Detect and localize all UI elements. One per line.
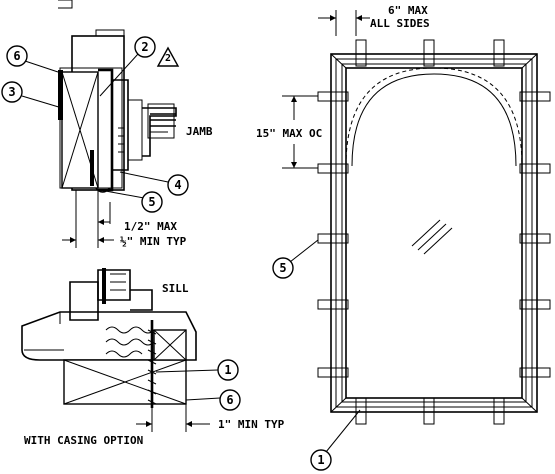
callout-2: 2 [99,36,156,97]
half-max-label: 1/2" MAX [124,220,177,233]
svg-text:5: 5 [279,261,286,275]
sill-label: SILL [162,282,189,295]
six-inch-dimension: 6" MAX ALL SIDES [318,4,430,36]
all-sides-label: ALL SIDES [370,17,430,30]
jamb-label: JAMB [186,125,213,138]
one-min-typ-label: 1" MIN TYP [218,418,285,431]
arched-opening [345,67,523,399]
callout-3: 3 [1,81,63,109]
oc-dimension: 15" MAX OC [256,95,322,169]
max-oc-label: 15" MAX OC [256,127,322,140]
sill-section: SILL 1 6 [21,268,285,447]
window-elevation: 6" MAX ALL SIDES [256,4,551,471]
callout-5-frame: 5 [272,239,319,279]
svg-text:1: 1 [224,363,231,377]
callout-6-top: 6 [6,45,59,73]
svg-text:2: 2 [141,40,148,54]
anchor-clips [317,39,551,425]
callout-1-sill: 1 [155,359,239,381]
callout-4: 4 [119,171,189,196]
jamb-section: 6 3 2 2 4 5 JAMB [1,0,213,248]
sill-screw [147,320,157,412]
callout-1-frame: 1 [310,409,361,471]
with-casing-label: WITH CASING OPTION [24,434,143,447]
callout-5-jamb: 5 [99,189,163,213]
sill-wood-block [63,359,187,405]
glass-mark [411,219,453,255]
svg-text:1: 1 [317,453,324,467]
half-min-typ-label: ½" MIN TYP [120,235,187,248]
svg-text:3: 3 [8,85,15,99]
sill-insulation [105,326,155,358]
svg-text:6: 6 [13,49,20,63]
svg-text:5: 5 [148,195,155,209]
svg-text:6: 6 [226,393,233,407]
svg-text:4: 4 [174,178,181,192]
half-inch-dimension: 1/2" MAX ½" MIN TYP [62,190,187,248]
callout-6-sill: 6 [185,389,241,411]
six-max-label: 6" MAX [388,4,428,17]
one-inch-dimension: 1" MIN TYP [136,404,285,432]
svg-text:2: 2 [165,53,171,64]
callout-2-triangle: 2 [156,46,180,67]
